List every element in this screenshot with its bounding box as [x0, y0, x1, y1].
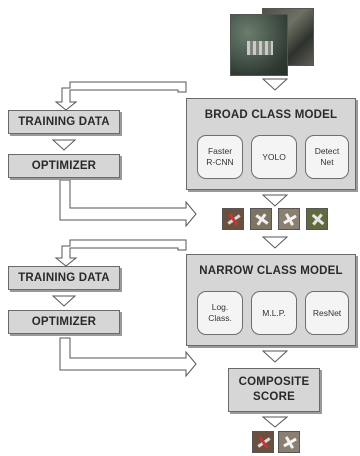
optimizer-label-1: OPTIMIZER: [31, 160, 97, 172]
feedback-arrow-broad: [54, 81, 187, 111]
composite-score-label: COMPOSITE SCORE: [238, 376, 310, 403]
model-mlp: M.L.P.: [251, 291, 297, 335]
composite-score-box: COMPOSITE SCORE: [228, 368, 320, 412]
down-triangle-2: [262, 194, 288, 207]
down-triangle-4: [262, 350, 288, 363]
model-log-class: Log. Class.: [197, 291, 243, 335]
down-triangle-3: [262, 236, 288, 249]
aircraft-chip-1: [222, 208, 244, 230]
optimizer-box-2: OPTIMIZER: [8, 310, 120, 334]
aerial-image-front: [230, 14, 288, 76]
optimizer-box-1: OPTIMIZER: [8, 154, 120, 178]
optimizer-label-2: OPTIMIZER: [31, 316, 97, 328]
down-triangle-train-2: [52, 295, 76, 307]
broad-class-model-box: BROAD CLASS MODEL Faster R-CNN YOLO Dete…: [186, 98, 356, 190]
model-resnet: ResNet: [305, 291, 349, 335]
final-aircraft-chip-1: [252, 431, 274, 453]
model-faster-rcnn: Faster R-CNN: [197, 135, 243, 179]
aircraft-chip-2: [250, 208, 272, 230]
model-yolo: YOLO: [251, 135, 297, 179]
training-data-label-2: TRAINING DATA: [18, 272, 110, 284]
broad-class-model-title: BROAD CLASS MODEL: [204, 109, 338, 121]
forward-arrow-broad: [59, 179, 197, 228]
model-detectnet: Detect Net: [305, 135, 349, 179]
aircraft-chip-3: [278, 208, 300, 230]
training-data-label-1: TRAINING DATA: [18, 116, 110, 128]
aircraft-chip-4: [306, 208, 328, 230]
final-aircraft-chip-2: [278, 431, 300, 453]
narrow-class-model-box: NARROW CLASS MODEL Log. Class. M.L.P. Re…: [186, 254, 356, 346]
narrow-class-model-title: NARROW CLASS MODEL: [199, 265, 343, 277]
training-data-box-2: TRAINING DATA: [8, 266, 120, 290]
down-triangle-5: [262, 416, 288, 428]
down-triangle-1: [262, 78, 288, 91]
feedback-arrow-narrow: [54, 239, 187, 267]
training-data-box-1: TRAINING DATA: [8, 110, 120, 134]
forward-arrow-narrow: [59, 337, 197, 378]
down-triangle-train-1: [52, 139, 76, 151]
